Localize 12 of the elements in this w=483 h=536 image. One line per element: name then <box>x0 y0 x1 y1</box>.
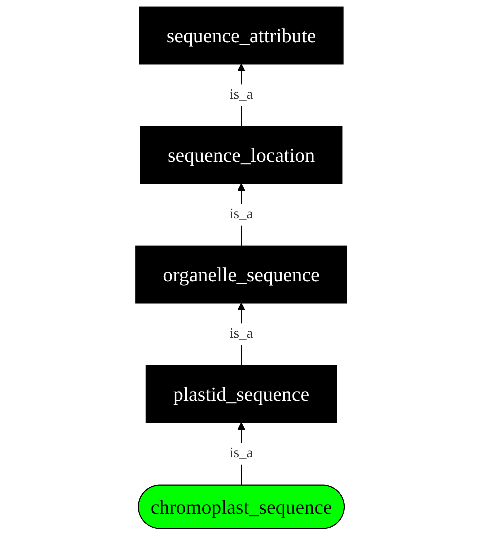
edge-label: is_a <box>230 87 254 103</box>
arrow <box>238 422 246 486</box>
arrow <box>238 64 246 128</box>
node-box: sequence_location <box>140 126 343 184</box>
node-box: plastid_sequence <box>146 365 338 424</box>
arrow <box>238 183 246 247</box>
node-box: organelle_sequence <box>136 246 348 304</box>
edge-label: is_a <box>230 446 254 462</box>
arrow <box>238 302 246 366</box>
edge-label: is_a <box>230 326 254 342</box>
edge-label: is_a <box>230 206 254 222</box>
node-box: sequence_attribute <box>139 6 344 65</box>
